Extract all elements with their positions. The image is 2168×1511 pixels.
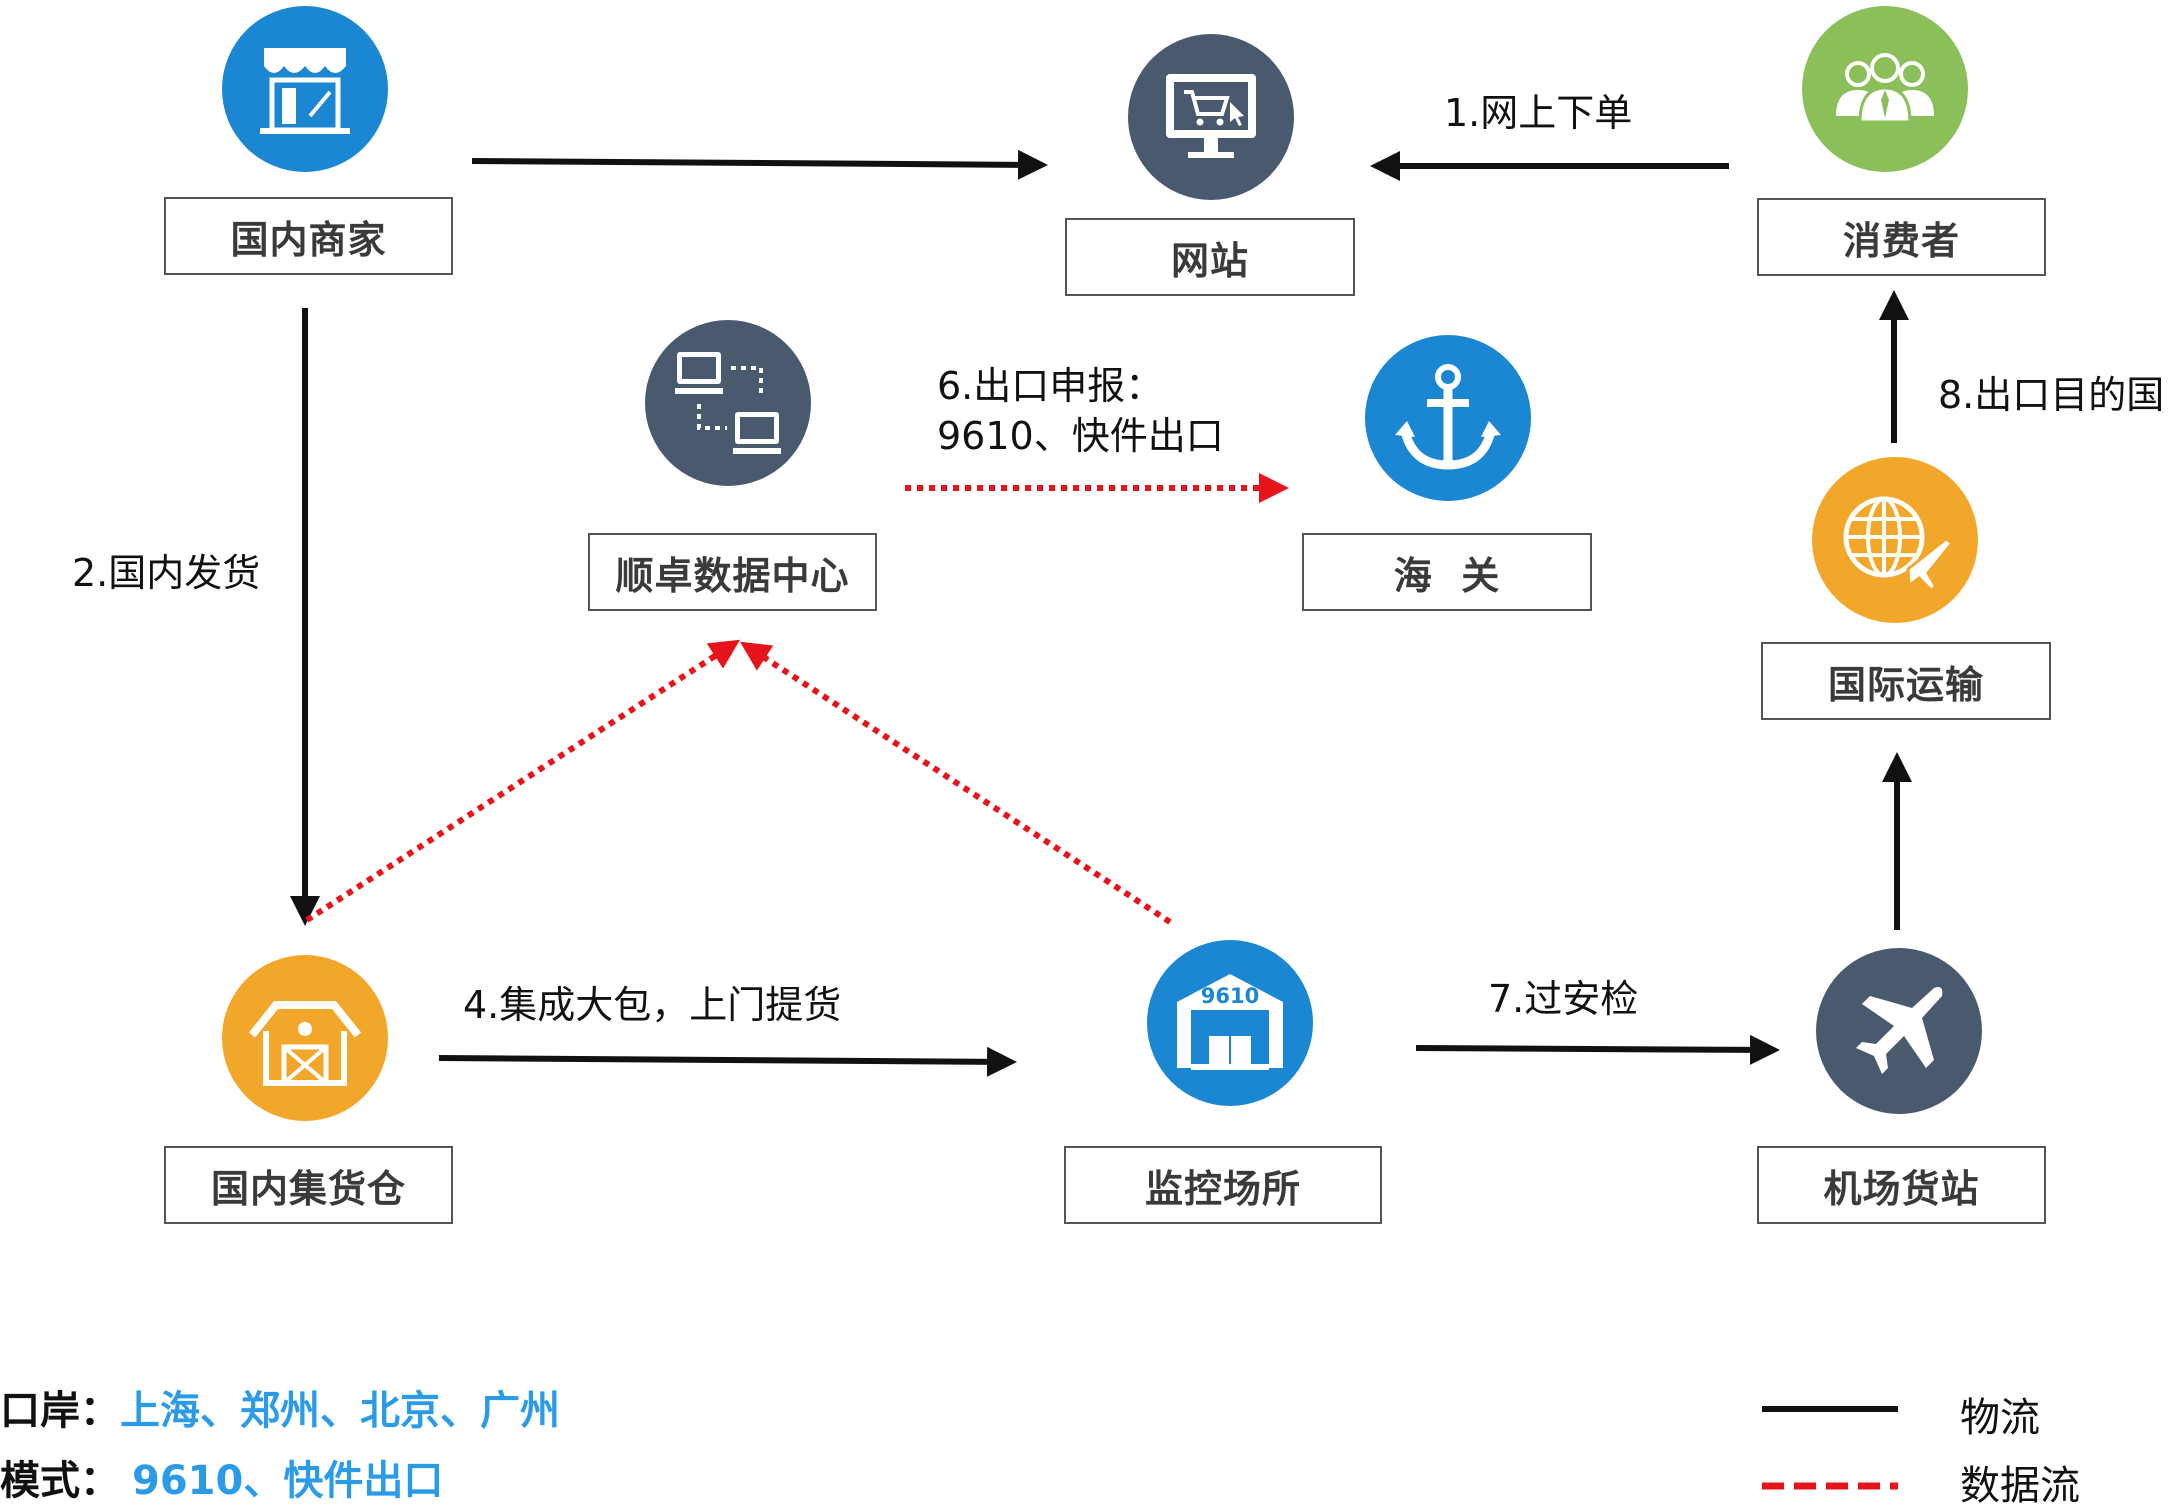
step-6-label-line2: 9610、快件出口: [937, 414, 1224, 458]
warehouse-9610-icon: 9610: [1147, 940, 1313, 1106]
legend-logistics-label: 物流: [1960, 1395, 2040, 1441]
mode-label: 模式：: [0, 1458, 120, 1504]
anchor-icon: [1365, 335, 1531, 501]
network-computers-icon: [645, 320, 811, 486]
mode-info: 模式： 9610、快件出口: [0, 1448, 443, 1506]
node-datacenter: 顺卓数据中心: [588, 533, 877, 611]
dataflow-warehouse-to-datacenter: [305, 639, 741, 923]
mode-value: 9610、快件出口: [132, 1458, 444, 1504]
step-8-label: 8.出口目的国: [1938, 373, 2165, 417]
people-group-icon: [1802, 6, 1968, 172]
port-info: 口岸：上海、郑州、北京、广州: [0, 1378, 560, 1436]
step-1-label: 1.网上下单: [1444, 91, 1633, 135]
node-intl-transport: 国际运输: [1761, 642, 2051, 720]
port-value: 上海、郑州、北京、广州: [120, 1388, 560, 1434]
step-7-label: 7.过安检: [1488, 977, 1639, 1021]
node-warehouse: 国内集货仓: [164, 1146, 453, 1224]
arrow-merchant-to-website: [471, 149, 1048, 180]
step-4-label: 4.集成大包，上门提货: [463, 983, 842, 1027]
warehouse-code-label: 9610: [1201, 984, 1259, 1008]
step-6-label-line1: 6.出口申报：: [937, 364, 1164, 408]
arrow-consolidate-pickup: [438, 1046, 1017, 1077]
barn-icon: [222, 955, 388, 1121]
node-airport: 机场货站: [1757, 1146, 2046, 1224]
node-merchant: 国内商家: [164, 197, 453, 275]
dataflow-supervision-to-datacenter: [739, 641, 1172, 925]
airplane-icon: [1816, 948, 1982, 1114]
shopping-cart-monitor-icon: [1128, 34, 1294, 200]
node-supervision: 监控场所: [1064, 1146, 1382, 1224]
storefront-icon: [222, 6, 388, 172]
legend-dataflow-label: 数据流: [1960, 1463, 2080, 1509]
node-consumer: 消费者: [1757, 198, 2046, 276]
port-label: 口岸：: [0, 1388, 120, 1434]
arrow-security-check: [1415, 1034, 1780, 1065]
node-customs: 海 关: [1302, 533, 1592, 611]
globe-plane-icon: [1812, 457, 1978, 623]
step-2-label: 2.国内发货: [72, 551, 261, 595]
node-website: 网站: [1065, 218, 1355, 296]
